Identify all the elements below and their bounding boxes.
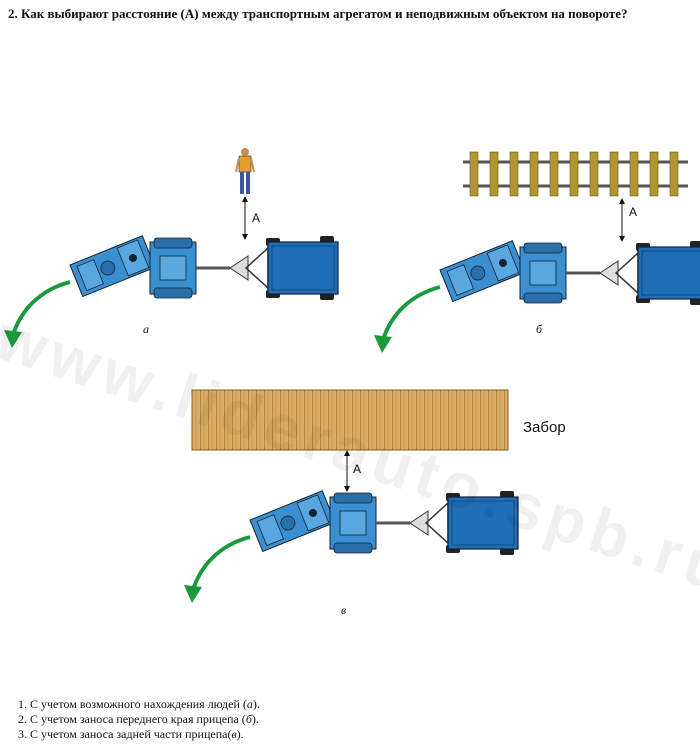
fence-label: Забор [523,419,566,436]
distance-label-b: А [629,205,637,219]
tractor-unit-v [182,488,520,605]
answer-number: 3. [18,727,27,741]
fence [191,389,509,451]
distance-marker-a [242,196,248,240]
answer-option-3[interactable]: 3. С учетом заноса задней части прицепа(… [18,727,260,742]
answer-text: С учетом заноса задней части прицепа( [30,727,232,741]
answer-list: 1. С учетом возможного нахождения людей … [18,697,260,742]
distance-marker-v [344,450,350,492]
answer-number: 2. [18,712,27,726]
caption-v: в [341,603,347,617]
answer-option-2[interactable]: 2. С учетом заноса переднего края прицеп… [18,712,260,727]
answer-ref: б [245,712,252,726]
distance-label-v: А [353,462,361,476]
railway-track [463,150,688,198]
answer-ref: а [246,697,253,711]
answer-text-end: ). [252,697,260,711]
distance-marker-b [619,198,625,242]
answer-option-1[interactable]: 1. С учетом возможного нахождения людей … [18,697,260,712]
question-title: 2. Как выбирают расстояние (А) между тра… [8,6,628,21]
distance-label-a: А [252,211,260,225]
answer-text: С учетом возможного нахождения людей ( [30,697,247,711]
answer-ref: в [231,727,237,741]
person-figure [235,148,255,194]
caption-b: б [536,322,543,336]
caption-a: а [143,322,149,336]
answer-text: С учетом заноса переднего края прицепа ( [30,712,246,726]
answer-text-end: ). [236,727,244,741]
answer-number: 1. [18,697,27,711]
tractor-unit-a [2,233,340,350]
answer-text-end: ). [251,712,259,726]
